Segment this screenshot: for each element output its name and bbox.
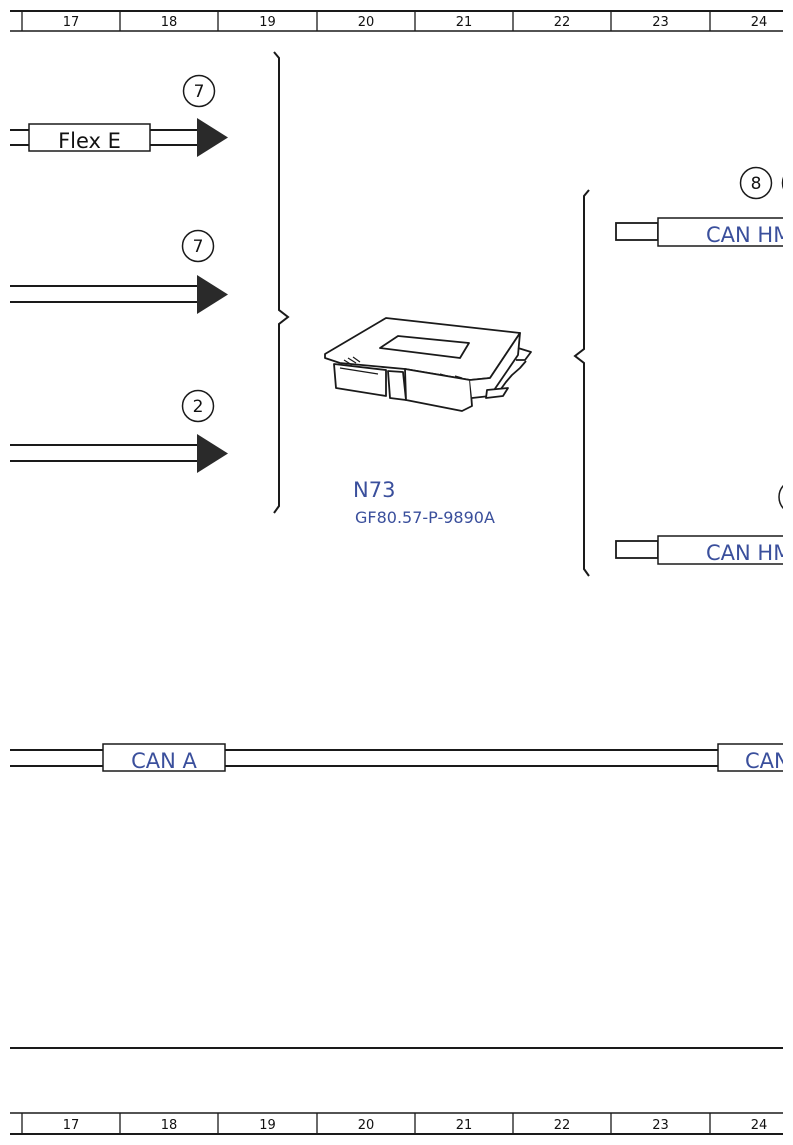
arrow-right-icon	[197, 118, 228, 157]
grid-column-label: 17	[63, 15, 80, 30]
component-doc-ref[interactable]: GF80.57-P-9890A	[355, 508, 495, 527]
grid-column-label: 18	[161, 15, 178, 30]
arrow-right-icon	[197, 275, 228, 314]
reference-number: 7	[193, 237, 204, 257]
signal-wire-2[interactable]: 7	[10, 229, 228, 315]
left-brace	[273, 51, 290, 514]
right-brace	[573, 189, 590, 577]
grid-column-label: 17	[63, 1118, 80, 1133]
grid-column-label: 23	[652, 1118, 669, 1133]
grid-column-label: 22	[554, 15, 571, 30]
reference-circle	[739, 166, 773, 200]
signal-can-hm-lower[interactable]: CAN HM	[615, 480, 793, 565]
arrow-right-icon	[197, 434, 228, 473]
grid-column-label: 19	[259, 15, 276, 30]
reference-number: 7	[194, 82, 205, 102]
bottom-grid-ruler: 17 18 19 20 21 22 23 24	[10, 1112, 783, 1135]
can-bus[interactable]: CAN A CAN	[10, 743, 793, 773]
reference-circle-partial	[781, 176, 783, 190]
grid-column-label: 22	[554, 1118, 571, 1133]
control-unit-module-icon[interactable]	[324, 317, 532, 412]
signal-can-hm-upper[interactable]: CAN HM 8	[615, 166, 793, 248]
grid-column-label: 21	[456, 15, 473, 30]
signal-flex-e[interactable]: Flex E 7	[10, 74, 228, 158]
reference-circle	[182, 74, 216, 108]
grid-column-label: 23	[652, 15, 669, 30]
reference-circle-partial	[778, 484, 783, 510]
reference-number: 2	[193, 397, 204, 417]
grid-column-label: 24	[751, 15, 768, 30]
reference-number: 8	[751, 174, 762, 194]
grid-column-label: 19	[259, 1118, 276, 1133]
reference-circle	[181, 389, 215, 423]
grid-column-label: 18	[161, 1118, 178, 1133]
bus-label-right: CAN	[745, 749, 790, 773]
grid-column-label: 20	[358, 1118, 375, 1133]
bus-label-left: CAN A	[131, 749, 197, 773]
grid-column-label: 21	[456, 1118, 473, 1133]
signal-label: Flex E	[58, 129, 121, 153]
signal-label: CAN HM	[706, 223, 791, 247]
component-id: N73	[353, 478, 395, 502]
grid-column-label: 20	[358, 15, 375, 30]
signal-label: CAN HM	[706, 541, 791, 565]
signal-wire-3[interactable]: 2	[10, 389, 228, 474]
grid-column-label: 24	[751, 1118, 768, 1133]
top-grid-ruler: 17 18 19 20 21 22 23 24	[10, 10, 783, 32]
reference-circle	[181, 229, 215, 263]
